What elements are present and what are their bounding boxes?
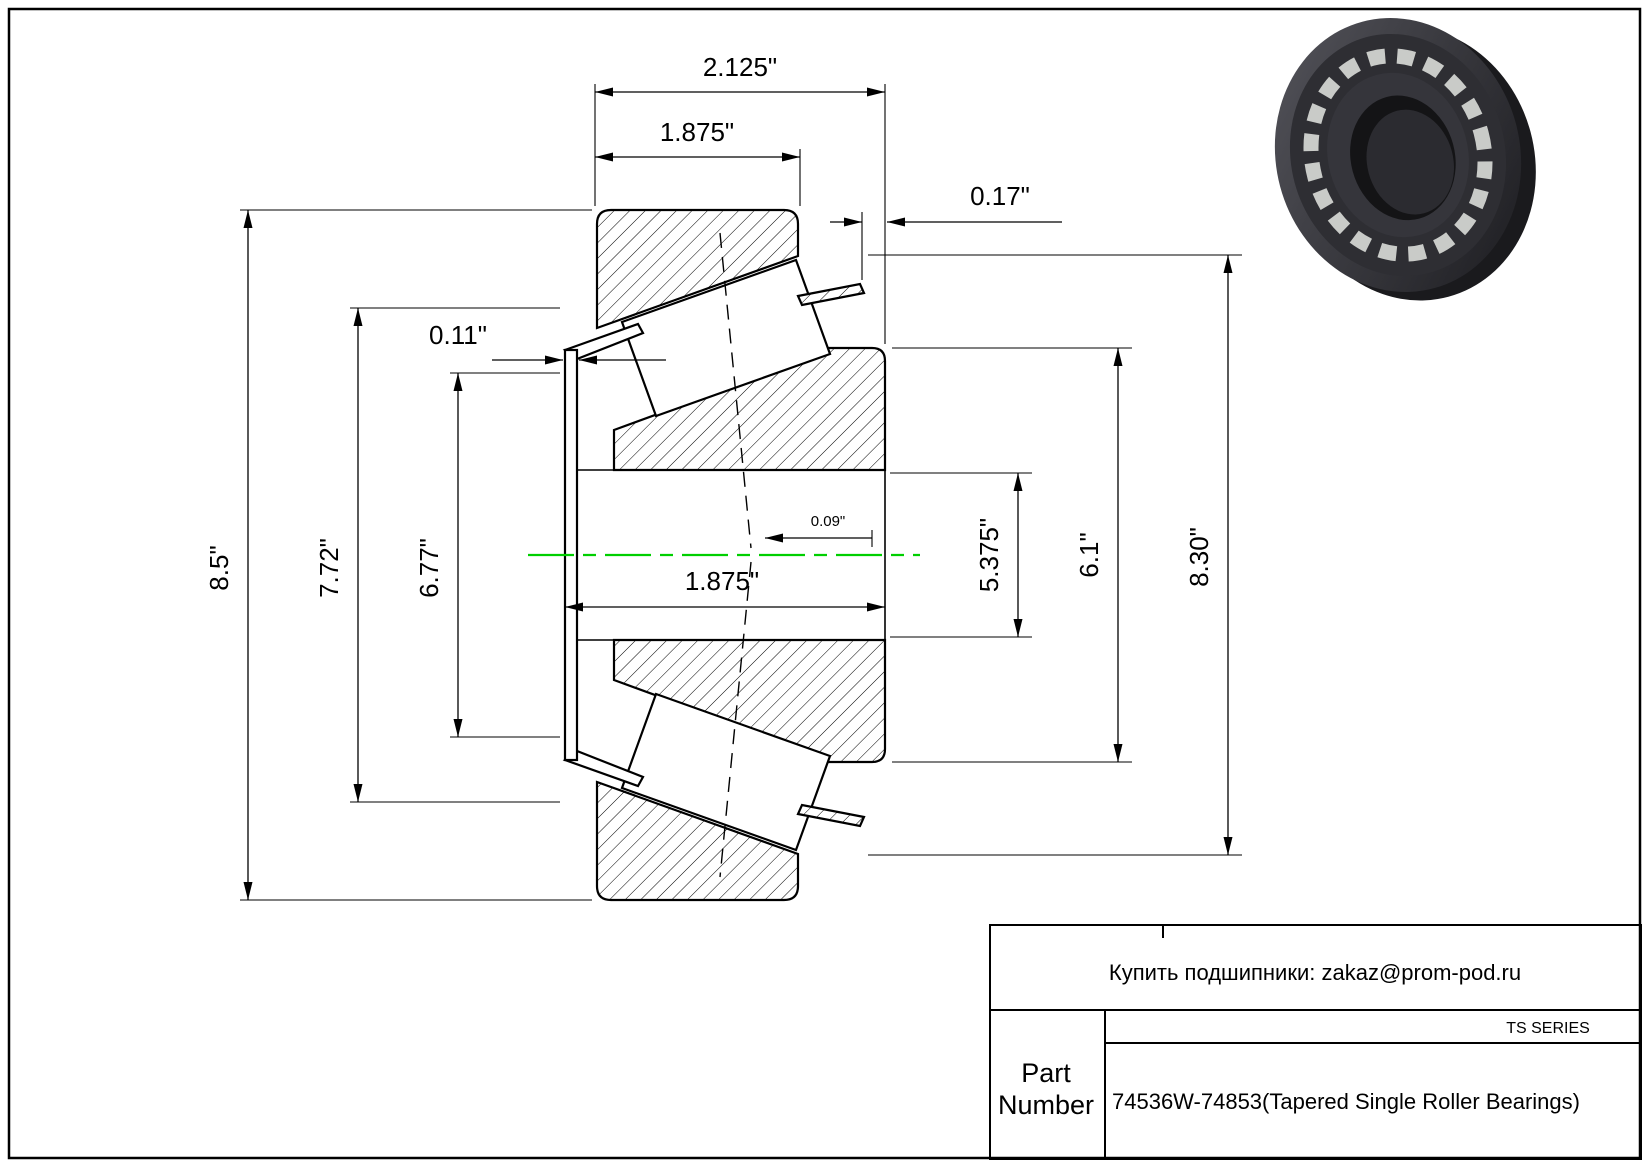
dimension-label: 1.875" bbox=[685, 566, 759, 596]
cage-bottom bbox=[796, 803, 866, 828]
dimensions-layer: 2.125" 1.875" 0.17" 0.11" 8.5" bbox=[204, 52, 1242, 901]
bearing-cross-section bbox=[528, 208, 920, 902]
dim-outer-diameter: 8.5" bbox=[204, 209, 592, 901]
roller-axis-top bbox=[719, 232, 752, 549]
dim-cup-width: 1.875" bbox=[595, 117, 801, 206]
dim-slinger-offset: 0.11" bbox=[429, 320, 666, 365]
dim-830: 8.30" bbox=[868, 254, 1242, 856]
dim-009: 0.09" bbox=[765, 513, 873, 547]
dim-cage-lip: 0.17" bbox=[830, 181, 1062, 280]
dimension-label: 0.17" bbox=[970, 181, 1030, 211]
dimension-label: 0.09" bbox=[811, 513, 846, 530]
part-label-line2: Number bbox=[998, 1090, 1094, 1120]
outer-ring-bottom-section bbox=[595, 780, 800, 902]
dim-overall-width: 2.125" bbox=[594, 52, 886, 344]
roller-bottom bbox=[620, 692, 832, 852]
dimension-label: 1.875" bbox=[660, 117, 734, 147]
outer-ring-top-section bbox=[595, 208, 800, 330]
dimension-label: 5.375" bbox=[974, 518, 1004, 592]
dimension-label: 6.1" bbox=[1074, 532, 1104, 577]
bearing-3d-bore-wall bbox=[1366, 109, 1454, 215]
dim-bore-width: 1.875" bbox=[565, 566, 885, 612]
part-number-text: 74536W-74853(Tapered Single Roller Beari… bbox=[1112, 1089, 1580, 1114]
dim-61: 6.1" bbox=[892, 347, 1132, 763]
inner-ring-top-section bbox=[612, 346, 887, 472]
cage-top bbox=[796, 282, 866, 307]
dim-677: 6.77" bbox=[414, 372, 560, 738]
dimension-label: 0.11" bbox=[429, 320, 487, 350]
sheet-border bbox=[7, 7, 1642, 1160]
dimension-label: 8.30" bbox=[1184, 527, 1214, 587]
bearing-3d-image bbox=[1274, 18, 1536, 301]
part-label-line1: Part bbox=[1021, 1058, 1071, 1088]
dim-772: 7.72" bbox=[314, 307, 560, 803]
dim-5375: 5.375" bbox=[890, 472, 1032, 638]
series-label: TS SERIES bbox=[1506, 1020, 1590, 1037]
dimension-label: 7.72" bbox=[314, 538, 344, 598]
roller-top bbox=[620, 258, 832, 418]
bearing-3d-rollers-cage bbox=[1303, 48, 1493, 262]
dimension-label: 2.125" bbox=[703, 52, 777, 82]
contact-text: Купить подшипники: zakaz@prom-pod.ru bbox=[1109, 960, 1521, 985]
dimension-label: 8.5" bbox=[204, 545, 234, 590]
title-block: Купить подшипники: zakaz@prom-pod.ru TS … bbox=[989, 924, 1642, 1160]
dimension-label: 6.77" bbox=[414, 538, 444, 598]
roller-axis-bottom bbox=[719, 561, 752, 878]
